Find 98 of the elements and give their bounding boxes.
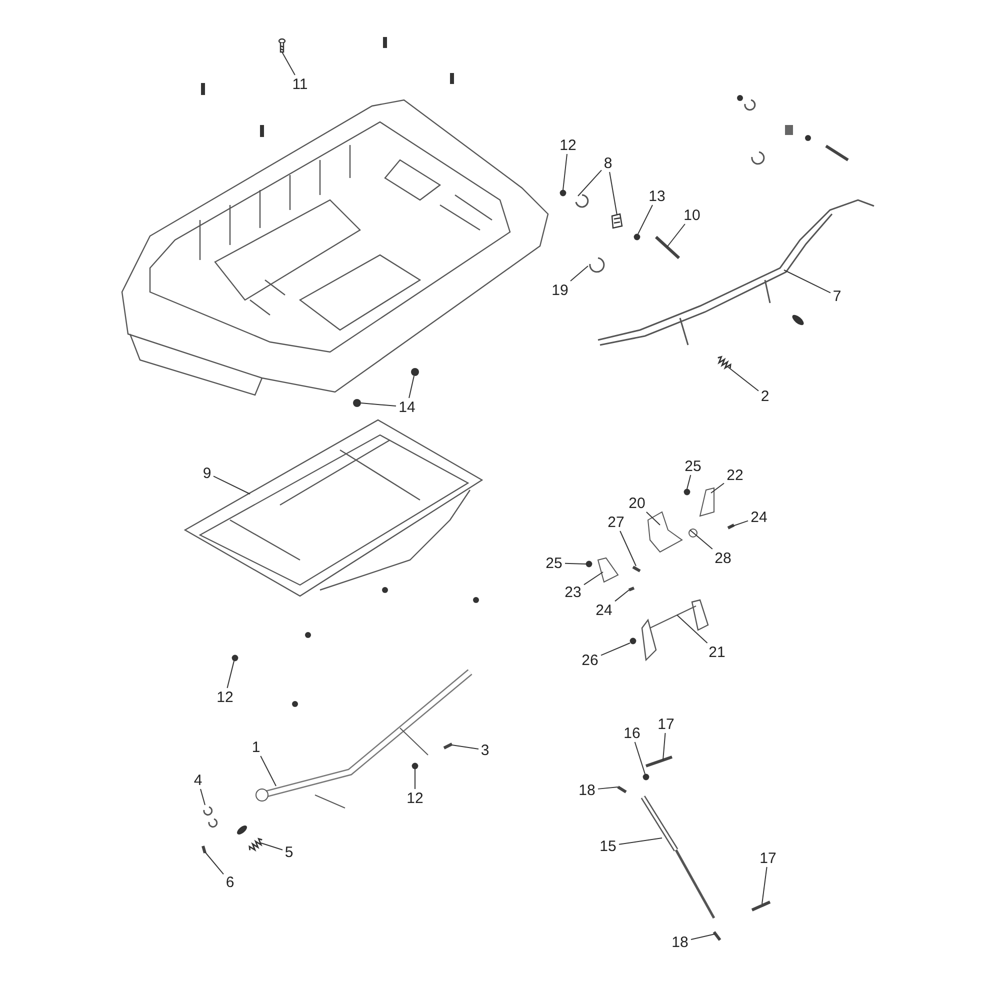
leader-line — [638, 204, 653, 234]
callout-number: 15 — [597, 837, 619, 855]
leader-line — [408, 376, 414, 398]
pin-icon — [202, 846, 206, 854]
pin-icon — [628, 586, 635, 592]
screw-icon — [278, 38, 286, 53]
leader-line — [634, 742, 646, 774]
nut-icon — [642, 774, 650, 780]
leader-line — [570, 266, 588, 282]
leader-line — [260, 756, 276, 786]
callout-number: 7 — [830, 287, 844, 305]
leader-line — [762, 866, 768, 904]
leader-line — [646, 512, 660, 526]
bracket-drawing — [647, 511, 683, 553]
callout-number: 12 — [557, 136, 579, 154]
leader-line — [710, 482, 724, 494]
leader-line — [728, 366, 759, 392]
leader-line — [618, 838, 662, 845]
spring-icon — [248, 838, 262, 852]
leader-line — [730, 520, 748, 528]
callout-number: 13 — [646, 187, 668, 205]
callout-number: 19 — [549, 281, 571, 299]
callout-number: 9 — [200, 464, 214, 482]
callout-number: 6 — [224, 873, 236, 891]
nut-icon — [353, 399, 361, 407]
callout-number: 8 — [602, 154, 614, 172]
frame-drawing — [184, 419, 484, 597]
callout-number: 1 — [250, 738, 262, 756]
callout-number: 21 — [706, 643, 728, 661]
leader-line — [562, 154, 568, 190]
callout-number: 12 — [214, 688, 236, 706]
callout-number: 24 — [748, 508, 770, 526]
bracket-drawing — [699, 487, 714, 517]
leader-line — [662, 732, 666, 760]
callout-number: 22 — [724, 466, 746, 484]
clip-icon — [589, 257, 605, 273]
nut-icon — [560, 190, 566, 196]
callout-number: 25 — [543, 554, 565, 572]
callout-number: 14 — [396, 398, 418, 416]
leader-line — [598, 786, 618, 790]
leader-line — [690, 530, 713, 550]
leader-line — [584, 572, 604, 586]
leader-line — [213, 476, 250, 494]
callout-number: 10 — [681, 206, 703, 224]
nut-icon — [232, 654, 238, 662]
leader-line — [609, 172, 618, 216]
pin-icon — [617, 786, 627, 794]
callout-number: 18 — [669, 933, 691, 951]
gas-strut-drawing — [640, 796, 716, 919]
leader-line — [414, 768, 416, 790]
nut-icon — [630, 638, 636, 644]
leader-line — [676, 614, 708, 644]
leader-line — [666, 224, 686, 248]
leader-line — [204, 852, 224, 875]
callout-number: 20 — [626, 494, 648, 512]
clip-icon — [575, 194, 589, 208]
callout-number: 4 — [192, 771, 204, 789]
pin-icon — [751, 900, 771, 912]
spring-icon — [718, 356, 732, 370]
callout-number: 25 — [682, 457, 704, 475]
callout-number: 3 — [478, 741, 492, 759]
callout-number: 23 — [562, 583, 584, 601]
callout-number: 17 — [757, 849, 779, 867]
pin-icon — [632, 566, 641, 572]
callout-number: 2 — [758, 387, 772, 405]
callout-number: 11 — [289, 75, 311, 93]
callout-number: 27 — [605, 513, 627, 531]
callout-number: 17 — [655, 715, 677, 733]
callout-number: 24 — [593, 601, 615, 619]
leader-line — [784, 270, 831, 294]
callout-number: 18 — [576, 781, 598, 799]
leader-line — [578, 170, 602, 196]
pin-icon — [727, 524, 735, 530]
pin-icon — [646, 756, 672, 768]
stand-drawing — [641, 599, 709, 662]
callout-number: 16 — [621, 724, 643, 742]
bracket-drawing — [597, 557, 619, 583]
nut-icon — [684, 488, 690, 496]
leader-line — [200, 788, 206, 806]
leader-line — [282, 52, 296, 76]
callout-number: 26 — [579, 651, 601, 669]
leader-line — [614, 590, 630, 602]
callout-number: 12 — [404, 789, 426, 807]
nut-icon — [411, 368, 419, 376]
leader-line — [600, 642, 630, 656]
pin-icon — [712, 931, 722, 941]
callout-number: 5 — [282, 843, 296, 861]
nut-icon — [586, 560, 592, 568]
leader-line — [686, 474, 692, 490]
leader-line — [260, 842, 283, 850]
leader-line — [360, 402, 396, 407]
callout-number: 28 — [712, 549, 734, 567]
clip-icon — [203, 806, 218, 828]
leader-line — [564, 562, 586, 564]
leader-line — [690, 934, 716, 940]
leader-line — [620, 530, 636, 566]
leader-line — [452, 744, 479, 750]
leader-line — [226, 660, 234, 688]
